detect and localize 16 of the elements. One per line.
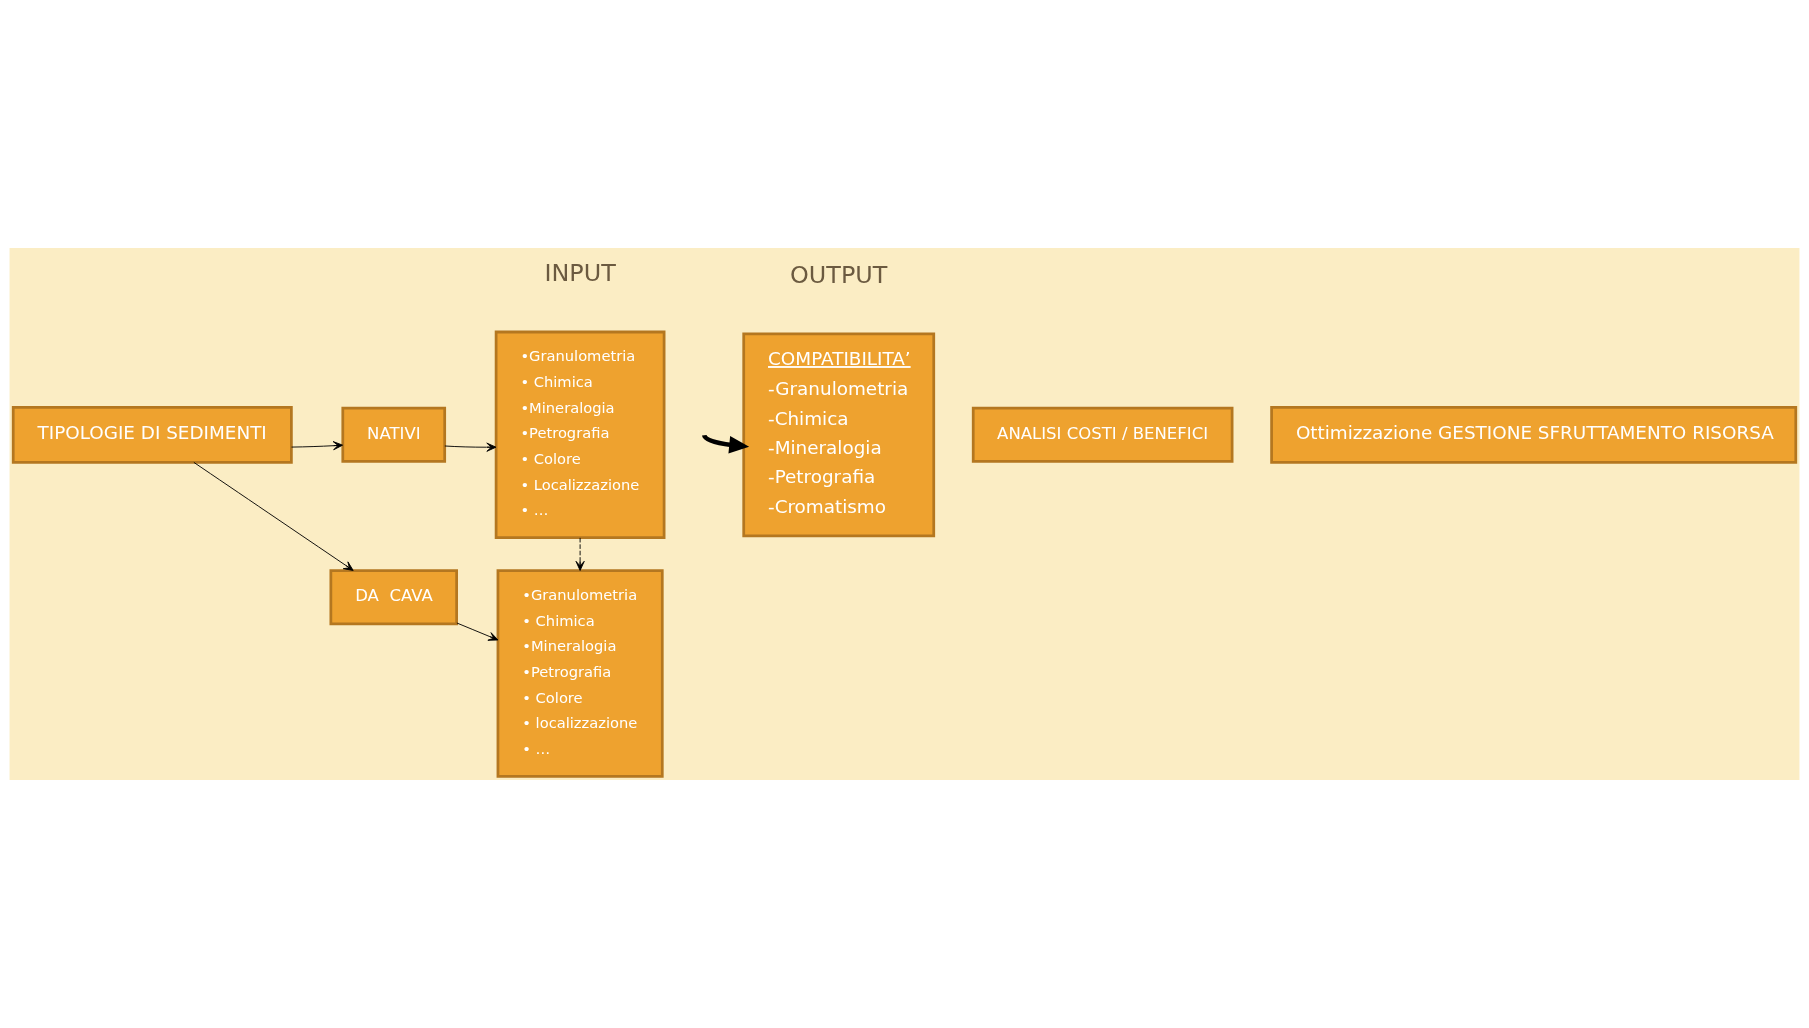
node-box: TIPOLOGIE DI SEDIMENTI [11, 405, 293, 464]
arrow [291, 441, 343, 451]
arrow [456, 622, 499, 641]
label: OUTPUT [790, 260, 888, 289]
node-box: DA CAVA [329, 569, 458, 626]
node-box: ANALISI COSTI / BENEFICI [971, 406, 1234, 463]
label: INPUT [544, 258, 616, 287]
node-box: •Granulometria • Chimica •Mineralogia •Petrografia • Colore • Localizzazione • … [494, 330, 666, 539]
arrow [444, 442, 497, 452]
node-box: Ottimizzazione GESTIONE SFRUTTAMENTO RISORSA [1270, 405, 1798, 464]
node-box: •Granulometria • Chimica •Mineralogia •Petrografia • Colore • localizzazione • … [496, 569, 664, 778]
arrow [702, 434, 750, 454]
node-box: COMPATIBILITA’ -Granulometria -Chimica -Mineralogia -Petrografia -Cromatismo [742, 332, 936, 538]
arrow [575, 537, 585, 571]
arrow [193, 461, 354, 571]
node-box: NATIVI [341, 406, 447, 463]
